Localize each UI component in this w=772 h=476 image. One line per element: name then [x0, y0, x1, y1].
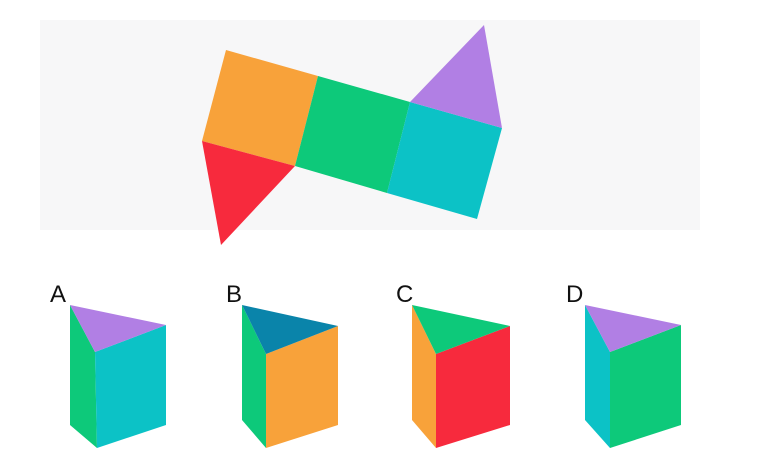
prism-net	[202, 25, 502, 245]
option-label: D	[566, 281, 583, 308]
prism-left-face	[242, 305, 266, 448]
net-face-purple-triangle	[410, 25, 502, 128]
prism-top-face	[412, 305, 510, 354]
prism-right-face	[436, 326, 510, 448]
net-face-red-triangle	[202, 141, 295, 245]
net-face-green-square	[295, 76, 410, 193]
option-label: A	[50, 281, 66, 308]
prism-left-face	[412, 305, 436, 448]
option-label: C	[396, 281, 413, 308]
prism-left-face	[585, 305, 610, 448]
prism-right-face	[266, 326, 338, 448]
option-c-prism[interactable]: C	[396, 281, 510, 448]
option-label: B	[226, 281, 242, 308]
option-d-prism[interactable]: D	[566, 281, 681, 448]
prism-top-face	[70, 305, 166, 352]
net-face-cyan-square	[387, 102, 502, 219]
prism-top-face	[242, 305, 338, 354]
prism-right-face	[610, 325, 681, 448]
prism-left-face	[70, 305, 97, 448]
prism-top-face	[585, 305, 681, 352]
option-b-prism[interactable]: B	[226, 281, 338, 448]
option-a-prism[interactable]: A	[50, 281, 166, 448]
net-face-orange-square	[202, 50, 318, 166]
prism-right-face	[95, 325, 166, 448]
